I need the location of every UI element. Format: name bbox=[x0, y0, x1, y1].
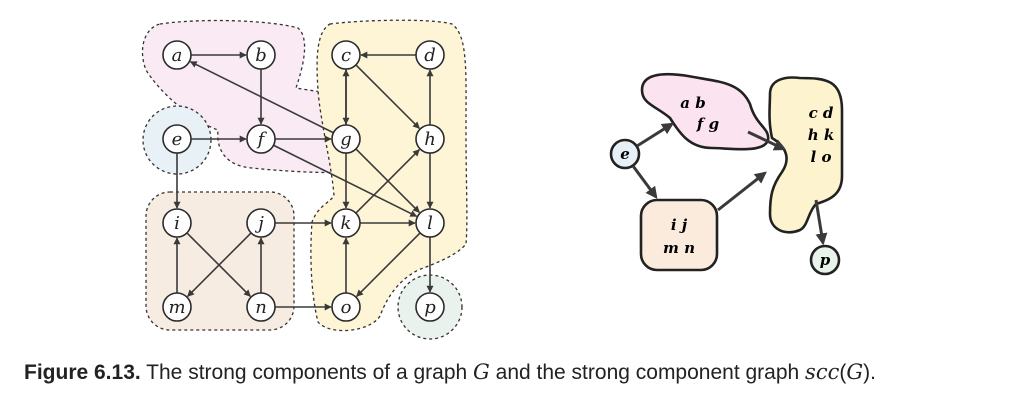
cond-label-ijmn-line1: i j bbox=[671, 216, 688, 234]
node-h: h bbox=[415, 124, 445, 154]
edge-g-a bbox=[189, 60, 334, 134]
node-o-label: o bbox=[341, 297, 352, 318]
cond-label-abfg-line2: f g bbox=[696, 115, 719, 133]
node-g: g bbox=[331, 124, 361, 154]
caption-label: Figure 6.13. bbox=[24, 361, 141, 384]
cond-label-cdhklo-line3: l o bbox=[811, 148, 832, 166]
node-l-label: l bbox=[427, 213, 433, 234]
node-n-circle bbox=[246, 292, 276, 322]
node-d-circle bbox=[415, 40, 445, 70]
node-f: f bbox=[246, 124, 276, 154]
cond-label-e: e bbox=[620, 145, 630, 163]
node-k-circle bbox=[331, 208, 361, 238]
node-p-label: p bbox=[424, 297, 436, 318]
node-b-label: b bbox=[255, 45, 267, 66]
node-c-circle bbox=[331, 40, 361, 70]
node-g-label: g bbox=[340, 129, 352, 150]
node-i: i bbox=[162, 208, 192, 238]
node-j-circle bbox=[246, 208, 276, 238]
cond-edge-abfg-cdhklo bbox=[747, 130, 787, 151]
cond-edge-cdhklo-p bbox=[814, 199, 828, 246]
node-m-circle bbox=[162, 292, 192, 322]
node-o: o bbox=[331, 292, 361, 322]
edge-i-n bbox=[186, 232, 251, 297]
node-l: l bbox=[415, 208, 445, 238]
node-i-label: i bbox=[174, 213, 180, 234]
node-i-circle bbox=[162, 208, 192, 238]
caption-paren-open: ( bbox=[839, 361, 847, 384]
node-p-circle bbox=[415, 292, 445, 322]
cond-edge-ijmn-cdhklo bbox=[717, 171, 767, 212]
figure-caption: Figure 6.13. The strong components of a … bbox=[24, 360, 876, 385]
node-b: b bbox=[246, 40, 276, 70]
node-e-label: e bbox=[172, 129, 183, 150]
graph-nodes: a b c d e f g h i j k l m n o p bbox=[162, 40, 445, 322]
node-o-circle bbox=[331, 292, 361, 322]
caption-graph-symbol: G bbox=[473, 360, 490, 384]
component-hulls bbox=[141, 19, 468, 340]
caption-scc-function: scc bbox=[805, 360, 840, 384]
edge-f-l bbox=[273, 144, 418, 218]
node-j-label: j bbox=[254, 213, 264, 234]
condensation-graph: a b f g c d h k l o i j m n e p bbox=[609, 72, 844, 276]
node-e: e bbox=[162, 124, 192, 154]
cond-node-ijmn-shape bbox=[639, 198, 719, 272]
node-e-circle bbox=[162, 124, 192, 154]
edge-g-l bbox=[355, 148, 420, 213]
node-n: n bbox=[246, 292, 276, 322]
node-n-label: n bbox=[255, 297, 267, 318]
node-l-circle bbox=[415, 208, 445, 238]
node-p: p bbox=[415, 292, 445, 322]
edge-c-h bbox=[355, 64, 420, 129]
node-m: m bbox=[162, 292, 192, 322]
cond-edge-e-ijmn bbox=[631, 165, 658, 199]
node-b-circle bbox=[246, 40, 276, 70]
node-k: k bbox=[331, 208, 361, 238]
cond-label-p: p bbox=[820, 251, 831, 269]
caption-text-1: The strong components of a graph bbox=[140, 361, 474, 384]
node-g-circle bbox=[331, 124, 361, 154]
edge-l-o bbox=[356, 232, 421, 297]
cond-label-cdhklo-line2: h k bbox=[808, 126, 835, 144]
node-h-label: h bbox=[424, 129, 436, 150]
node-c-label: c bbox=[341, 45, 351, 66]
node-j: j bbox=[246, 208, 276, 238]
scc-figure: a b c d e f g h i j k l m n o p a b f g c d h k l o i j… bbox=[141, 19, 844, 340]
node-a-circle bbox=[162, 40, 192, 70]
node-d: d bbox=[415, 40, 445, 70]
cond-label-abfg-line1: a b bbox=[680, 94, 705, 112]
component-hull-cdhklo bbox=[310, 19, 468, 332]
node-m-label: m bbox=[168, 297, 185, 318]
node-c: c bbox=[331, 40, 361, 70]
caption-graph-symbol-2: G bbox=[846, 360, 864, 384]
graph-edges bbox=[173, 51, 434, 311]
node-h-circle bbox=[415, 124, 445, 154]
cond-label-ijmn-line2: m n bbox=[663, 239, 695, 257]
node-a-label: a bbox=[172, 45, 183, 66]
caption-text-2: and the strong component graph bbox=[489, 361, 806, 384]
cond-node-p-shape bbox=[809, 244, 841, 276]
node-d-label: d bbox=[424, 45, 436, 66]
node-a: a bbox=[162, 40, 192, 70]
cond-node-e-shape bbox=[609, 138, 641, 170]
cond-edge-e-abfg bbox=[636, 122, 675, 148]
caption-paren-close: ). bbox=[863, 361, 876, 384]
node-f-circle bbox=[246, 124, 276, 154]
node-k-label: k bbox=[341, 213, 352, 234]
cond-label-cdhklo-line1: c d bbox=[809, 104, 834, 122]
